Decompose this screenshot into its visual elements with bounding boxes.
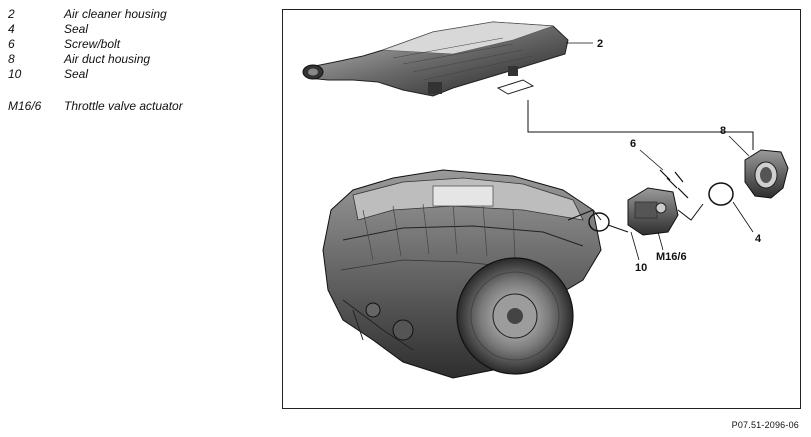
legend-number: 8 bbox=[8, 52, 15, 66]
seal-10 bbox=[588, 212, 610, 232]
legend-number: 4 bbox=[8, 22, 15, 36]
callout-10: 10 bbox=[635, 262, 647, 274]
seal-4 bbox=[708, 182, 734, 206]
legend-row: 8 Air duct housing bbox=[8, 52, 183, 67]
screws-6 bbox=[659, 169, 689, 199]
flywheel bbox=[456, 257, 574, 375]
routing-line bbox=[607, 224, 629, 233]
routing-line bbox=[677, 203, 704, 221]
callout-6: 6 bbox=[630, 138, 636, 150]
routing-line bbox=[527, 100, 754, 150]
engine-block bbox=[322, 169, 602, 379]
legend-number: 10 bbox=[8, 67, 22, 81]
legend-text: Seal bbox=[64, 67, 89, 81]
air-duct-housing bbox=[744, 149, 789, 199]
legend-number: 2 bbox=[8, 7, 15, 21]
parts-legend: 2 Air cleaner housing 4 Seal 6 Screw/bol… bbox=[8, 7, 183, 114]
engine-illustration: 2 4 6 8 10 M16/6 bbox=[302, 21, 789, 379]
figure-code: P07.51-2096-06 bbox=[731, 420, 799, 430]
callout-2: 2 bbox=[597, 38, 603, 50]
callout-leaders bbox=[566, 42, 754, 261]
legend-text: Air duct housing bbox=[64, 52, 151, 66]
routing-line bbox=[567, 209, 602, 221]
callout-m16-6: M16/6 bbox=[656, 251, 687, 263]
legend-number: 6 bbox=[8, 37, 15, 51]
legend-row: 6 Screw/bolt bbox=[8, 37, 183, 52]
callout-4: 4 bbox=[755, 233, 762, 245]
throttle-valve-actuator bbox=[627, 187, 679, 236]
housing-outlet bbox=[496, 79, 535, 95]
legend-text: Screw/bolt bbox=[64, 37, 121, 51]
exploded-view-figure: 2 4 6 8 10 M16/6 bbox=[282, 9, 801, 409]
callout-8: 8 bbox=[720, 125, 726, 137]
legend-number: M16/6 bbox=[8, 99, 42, 113]
legend-row: 4 Seal bbox=[8, 22, 183, 37]
legend-text: Seal bbox=[64, 22, 89, 36]
air-cleaner-housing bbox=[302, 21, 569, 97]
legend-row: M16/6 Throttle valve actuator bbox=[8, 99, 183, 114]
legend-row: 10 Seal bbox=[8, 67, 183, 82]
legend-text: Throttle valve actuator bbox=[64, 99, 183, 113]
legend-text: Air cleaner housing bbox=[64, 7, 167, 21]
legend-row: 2 Air cleaner housing bbox=[8, 7, 183, 22]
